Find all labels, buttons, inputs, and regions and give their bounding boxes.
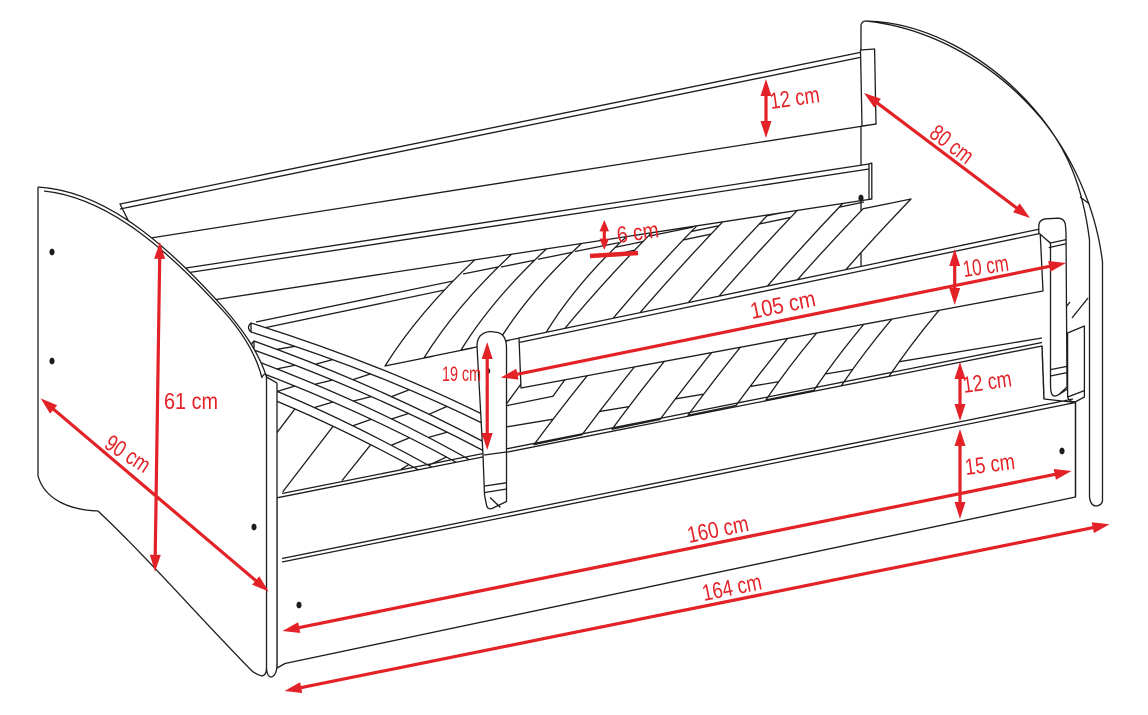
svg-text:61 cm: 61 cm [164,388,218,414]
svg-text:6 cm: 6 cm [615,216,660,248]
svg-text:19 cm: 19 cm [442,363,481,386]
svg-text:15 cm: 15 cm [963,448,1016,480]
